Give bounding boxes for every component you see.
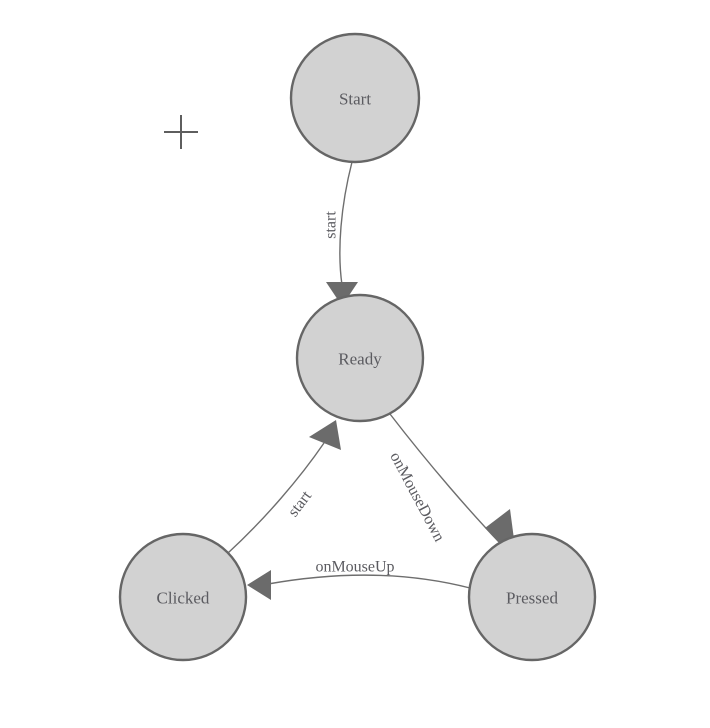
arrowhead-icon: [247, 570, 271, 600]
state-node-start[interactable]: Start: [289, 32, 421, 164]
node-label-start: Start: [339, 90, 371, 109]
edge-label-clicked-to-ready: start: [285, 487, 315, 520]
edge-label-ready-to-pressed: onMouseDown: [386, 449, 447, 544]
state-node-pressed[interactable]: Pressed: [467, 532, 597, 662]
arrowhead-icon: [309, 420, 341, 450]
node-label-clicked: Clicked: [157, 589, 210, 608]
node-label-ready: Ready: [338, 350, 382, 369]
edge-label-start-to-ready: start: [323, 211, 340, 239]
crosshair-icon: [164, 115, 198, 149]
node-shape: [289, 32, 421, 164]
node-label-pressed: Pressed: [506, 589, 558, 608]
edge-start-to-ready[interactable]: [326, 161, 358, 306]
state-node-clicked[interactable]: Clicked: [118, 532, 248, 662]
edge-pressed-to-clicked[interactable]: [247, 570, 471, 600]
edge-label-pressed-to-clicked: onMouseUp: [315, 559, 394, 576]
edge-clicked-to-ready[interactable]: [227, 420, 341, 554]
edge-line: [339, 161, 353, 286]
node-shape: [467, 532, 597, 662]
arrowhead-icon: [326, 282, 358, 306]
node-shape: [295, 293, 425, 423]
edge-line: [267, 574, 471, 589]
node-shape: [118, 532, 248, 662]
state-node-ready[interactable]: Ready: [295, 293, 425, 423]
edge-line: [227, 442, 325, 554]
